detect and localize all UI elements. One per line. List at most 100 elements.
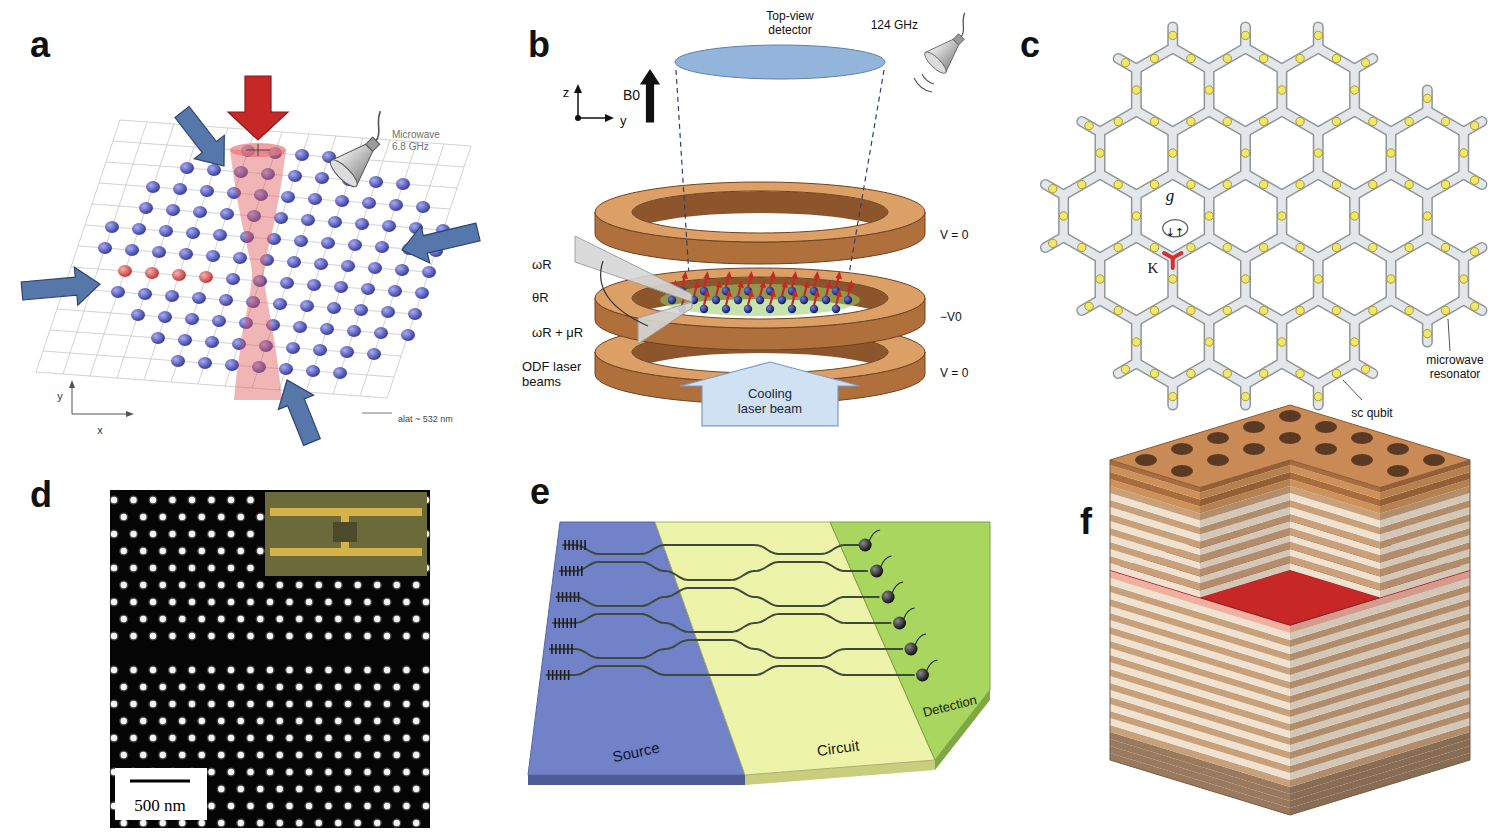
laser-beam xyxy=(575,236,692,302)
sc-qubit xyxy=(1187,117,1195,125)
axis-head xyxy=(69,380,75,388)
resonator-outline xyxy=(1318,300,1354,321)
resonator-outline xyxy=(1131,195,1142,237)
hole-glow xyxy=(353,784,362,793)
hole xyxy=(140,514,146,520)
microwave-resonator xyxy=(1245,111,1281,132)
hole xyxy=(316,582,322,588)
hole-glow xyxy=(363,733,372,742)
hole xyxy=(121,752,127,758)
grating-coupler xyxy=(562,618,564,628)
hole xyxy=(306,735,312,741)
hole xyxy=(286,701,292,707)
hole xyxy=(316,616,322,622)
atom xyxy=(362,197,376,209)
atom xyxy=(185,313,199,325)
hole xyxy=(169,667,175,673)
atom xyxy=(401,329,415,341)
axis-arrow xyxy=(577,92,579,118)
voltage-label: V = 0 xyxy=(940,367,968,381)
hole-glow xyxy=(256,614,265,623)
atom xyxy=(388,285,402,297)
hole xyxy=(140,752,146,758)
resonator-outline xyxy=(1391,111,1427,132)
grating-coupler xyxy=(570,618,572,628)
hole xyxy=(111,497,117,503)
air-hole xyxy=(1387,465,1409,477)
spin-arrow-head xyxy=(836,271,843,279)
microwave-resonator xyxy=(1064,174,1100,195)
atom xyxy=(280,277,294,289)
hole xyxy=(286,667,292,673)
view-line xyxy=(676,70,690,292)
sc-qubit xyxy=(1259,306,1267,314)
atom xyxy=(333,367,347,379)
microwave-resonator xyxy=(1082,122,1100,133)
detector-wire xyxy=(892,582,903,593)
atom xyxy=(395,264,409,276)
grating-coupler xyxy=(555,644,557,654)
microwave-resonator xyxy=(1241,384,1249,405)
resonator-outline xyxy=(1313,132,1324,174)
hole-glow xyxy=(382,699,391,708)
hole-glow xyxy=(178,546,187,555)
hole xyxy=(345,769,351,775)
hole-glow xyxy=(285,801,294,810)
lattice-line xyxy=(360,144,444,396)
resonator-outline xyxy=(1349,321,1360,363)
hole-glow xyxy=(402,801,411,810)
atom xyxy=(328,216,342,228)
resonator-outline xyxy=(1058,195,1069,237)
hole xyxy=(296,582,302,588)
hole-glow xyxy=(412,614,421,623)
detector xyxy=(859,539,872,552)
atom xyxy=(416,201,430,213)
sc-qubit xyxy=(1441,117,1449,125)
panel-letter: f xyxy=(1080,501,1092,542)
hole xyxy=(403,735,409,741)
hole xyxy=(247,701,253,707)
hole xyxy=(150,667,156,673)
hole-glow xyxy=(265,665,274,674)
hole-glow xyxy=(187,597,196,606)
resonator-outline xyxy=(1464,300,1482,311)
hole-glow xyxy=(392,716,401,725)
hole xyxy=(189,667,195,673)
sc-qubit xyxy=(1059,212,1067,220)
hole xyxy=(169,565,175,571)
resonator-outline xyxy=(1422,195,1433,237)
hole xyxy=(179,548,185,554)
resonator-outline xyxy=(1136,237,1172,258)
ion xyxy=(800,296,808,304)
hole xyxy=(228,599,234,605)
hole xyxy=(413,820,419,826)
hole-glow xyxy=(109,665,118,674)
resonator-outline xyxy=(1427,237,1463,258)
hole-glow xyxy=(226,767,235,776)
coupling-junction xyxy=(1171,258,1175,268)
hole-glow xyxy=(158,682,167,691)
leader-line xyxy=(1448,319,1450,351)
hole xyxy=(267,735,273,741)
hole-glow xyxy=(226,699,235,708)
resonator-outline xyxy=(1240,384,1251,405)
hole-glow xyxy=(402,767,411,776)
inset-trace xyxy=(270,508,422,516)
hole-glow xyxy=(412,818,421,827)
microwave-resonator xyxy=(1245,363,1281,384)
air-hole xyxy=(1171,443,1193,455)
atom xyxy=(226,273,240,285)
hole xyxy=(345,667,351,673)
detection-region: Detection xyxy=(830,522,990,760)
waveguide xyxy=(556,588,880,606)
hole xyxy=(208,633,214,639)
microwave-wave xyxy=(914,78,932,92)
ion xyxy=(766,305,774,313)
atom xyxy=(334,281,348,293)
hole-glow xyxy=(314,580,323,589)
hole-glow xyxy=(324,767,333,776)
ion xyxy=(722,305,730,313)
sc-qubit xyxy=(1169,31,1177,39)
lattice-line xyxy=(36,120,120,372)
sc-qubit xyxy=(1369,180,1377,188)
